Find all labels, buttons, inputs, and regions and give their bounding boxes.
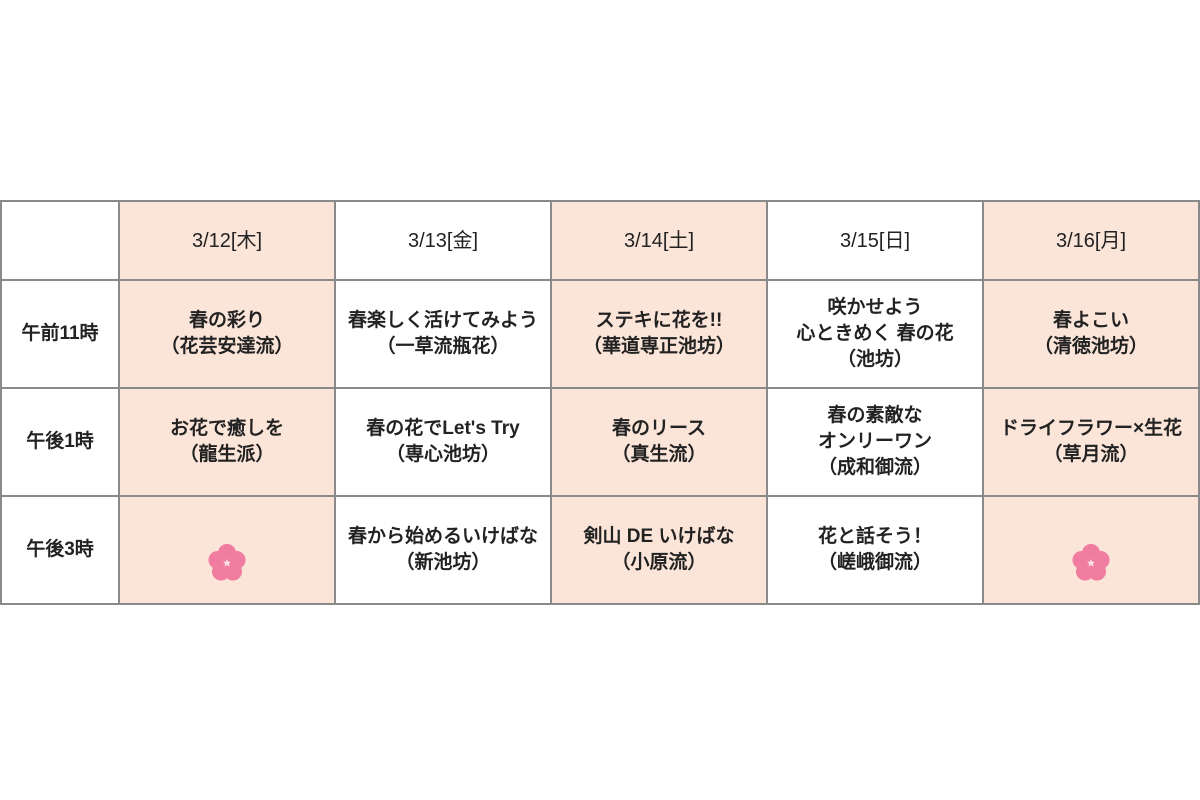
header-row: 3/12[木] 3/13[金] 3/14[土] 3/15[日] 3/16[月] bbox=[0, 200, 1200, 281]
corner-cell bbox=[0, 200, 120, 281]
session-cell: 春から始めるいけばな （新池坊） bbox=[334, 495, 552, 605]
session-cell: 剣山 DE いけばな （小原流） bbox=[550, 495, 768, 605]
time-label: 午前11時 bbox=[0, 279, 120, 389]
session-cell: 春よこい （清徳池坊） bbox=[982, 279, 1200, 389]
plum-blossom-icon bbox=[1072, 544, 1110, 581]
session-cell: ステキに花を!! （華道専正池坊） bbox=[550, 279, 768, 389]
day-header: 3/12[木] bbox=[118, 200, 336, 281]
session-cell: ドライフラワー×生花 （草月流） bbox=[982, 387, 1200, 497]
session-cell: お花で癒しを （龍生派） bbox=[118, 387, 336, 497]
day-header: 3/16[月] bbox=[982, 200, 1200, 281]
session-cell: 咲かせよう 心ときめく 春の花 （池坊） bbox=[766, 279, 984, 389]
time-label: 午後3時 bbox=[0, 495, 120, 605]
empty-slot-cell bbox=[118, 495, 336, 605]
day-header: 3/13[金] bbox=[334, 200, 552, 281]
day-header: 3/15[日] bbox=[766, 200, 984, 281]
session-cell: 春の素敵な オンリーワン （成和御流） bbox=[766, 387, 984, 497]
day-header: 3/14[土] bbox=[550, 200, 768, 281]
schedule-table: 3/12[木] 3/13[金] 3/14[土] 3/15[日] 3/16[月] … bbox=[0, 200, 1200, 605]
table-row: 午後3時 春から始めるいけばな （新池坊） 剣山 DE いけばな （小原流） 花… bbox=[0, 495, 1200, 605]
session-cell: 花と話そう！ （嵯峨御流） bbox=[766, 495, 984, 605]
time-label: 午後1時 bbox=[0, 387, 120, 497]
session-cell: 春の彩り （花芸安達流） bbox=[118, 279, 336, 389]
plum-blossom-icon bbox=[208, 544, 246, 581]
session-cell: 春のリース （真生流） bbox=[550, 387, 768, 497]
table-row: 午前11時 春の彩り （花芸安達流） 春楽しく活けてみよう （一草流瓶花） ステ… bbox=[0, 279, 1200, 389]
session-cell: 春楽しく活けてみよう （一草流瓶花） bbox=[334, 279, 552, 389]
empty-slot-cell bbox=[982, 495, 1200, 605]
session-cell: 春の花でLet's Try （専心池坊） bbox=[334, 387, 552, 497]
table-row: 午後1時 お花で癒しを （龍生派） 春の花でLet's Try （専心池坊） 春… bbox=[0, 387, 1200, 497]
